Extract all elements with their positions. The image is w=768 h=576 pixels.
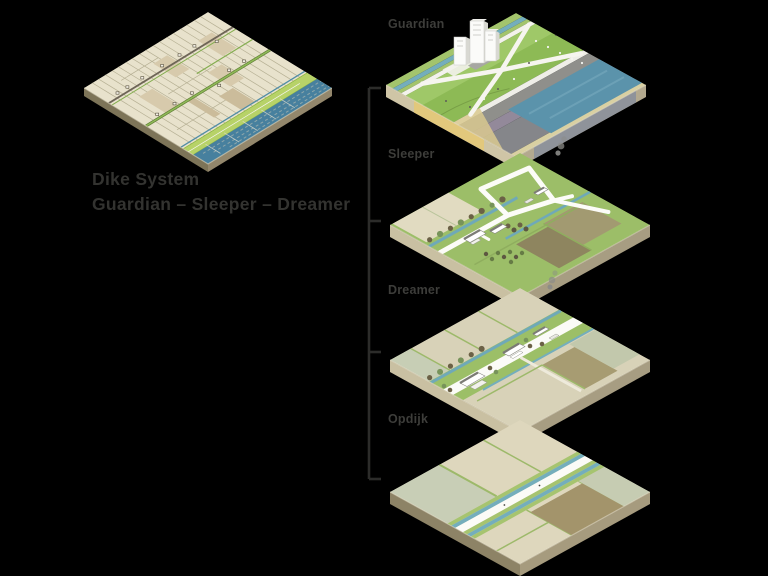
field-sage-right (569, 329, 640, 369)
road-marker (538, 484, 541, 487)
map-side-right (208, 88, 332, 172)
figures (445, 34, 584, 108)
ditch-lower (482, 327, 594, 391)
map-buildings (115, 39, 246, 116)
map-sea (193, 78, 332, 164)
smoke (555, 136, 567, 156)
field-upper-left (392, 192, 483, 243)
map-road-upper (108, 26, 234, 104)
smoke (547, 270, 558, 290)
promenade (453, 50, 589, 126)
chimney (556, 155, 559, 160)
diagram-title: Dike System Guardian – Sleeper – Dreamer (92, 167, 350, 217)
field-sage (390, 464, 497, 524)
map-road-lower (145, 49, 271, 127)
dike-paths (420, 22, 584, 117)
field-path (519, 356, 582, 393)
map-side-left (84, 88, 208, 172)
canal-right (505, 190, 591, 240)
opdijk-tile-illustration (390, 420, 650, 576)
field-division-lines (410, 310, 518, 371)
farmhouses (459, 326, 560, 390)
map-road-branch (196, 38, 253, 75)
field-sage (390, 348, 450, 382)
layer-label-sleeper: Sleeper (388, 147, 435, 161)
dike-corridor (447, 451, 605, 539)
layer-bracket (367, 86, 381, 481)
tree-row (427, 337, 545, 393)
road-marker (503, 504, 506, 506)
canal-upper (430, 309, 562, 384)
field-brown (542, 347, 618, 389)
chimney (548, 292, 551, 297)
field-brown (530, 483, 624, 536)
title-line-2: Guardian – Sleeper – Dreamer (92, 194, 351, 214)
farmhouses (463, 186, 549, 245)
sleeper-tile-illustration (390, 136, 650, 309)
tree-row (427, 196, 529, 243)
orchard (483, 249, 525, 265)
sea (508, 59, 643, 134)
dreamer-tile-illustration (390, 270, 650, 444)
field-sage-right (574, 464, 650, 507)
layer-label-dreamer: Dreamer (388, 283, 441, 297)
map-groynes (205, 98, 296, 154)
field-brown (516, 226, 592, 269)
overview-map-illustration (84, 12, 332, 172)
field-division-lines (438, 439, 625, 552)
title-line-1: Dike System (92, 169, 200, 189)
layer-label-guardian: Guardian (388, 17, 445, 31)
layer-label-opdijk: Opdijk (388, 412, 429, 426)
apartment-towers (453, 19, 500, 66)
beach-strip (510, 82, 646, 157)
boulevard-road (458, 53, 602, 133)
map-canal (180, 70, 306, 148)
canal-left (428, 196, 519, 248)
sand-cross-section (414, 100, 484, 151)
guardian-tile-illustration (386, 13, 646, 169)
map-dike-crest-path (188, 83, 300, 153)
